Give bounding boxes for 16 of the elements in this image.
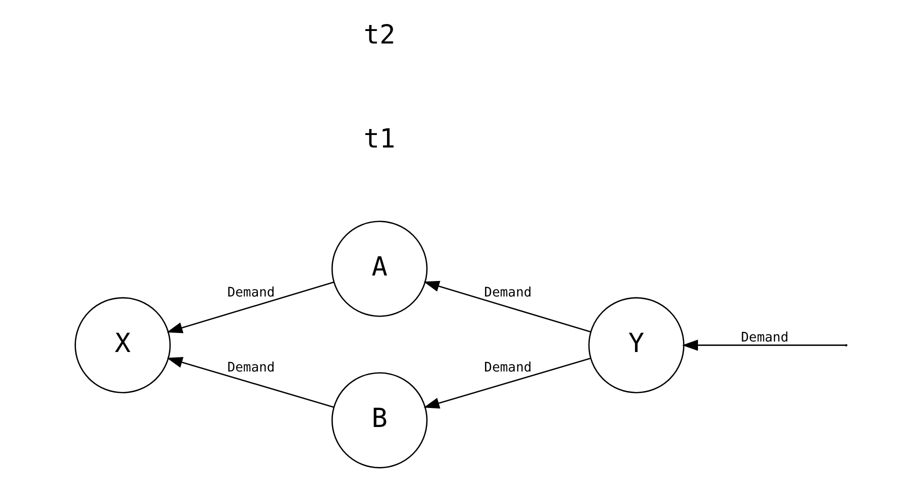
label: t2 [364, 20, 396, 51]
edge-label: Demand [484, 285, 532, 300]
node-circle: A [331, 220, 428, 317]
edge-label: Demand [227, 285, 275, 300]
arrow [166, 357, 334, 408]
edge-label: Demand [227, 360, 275, 376]
edge-label: Demand [741, 330, 789, 346]
label: t1 [364, 124, 396, 155]
node-circle: B [331, 372, 428, 468]
arrow [166, 282, 334, 334]
arrow [424, 358, 591, 408]
edge-label: Demand [484, 360, 532, 376]
node-circle: Y [588, 297, 684, 394]
arrow [682, 340, 846, 351]
node-circle: X [74, 297, 171, 394]
arrow [424, 280, 591, 333]
